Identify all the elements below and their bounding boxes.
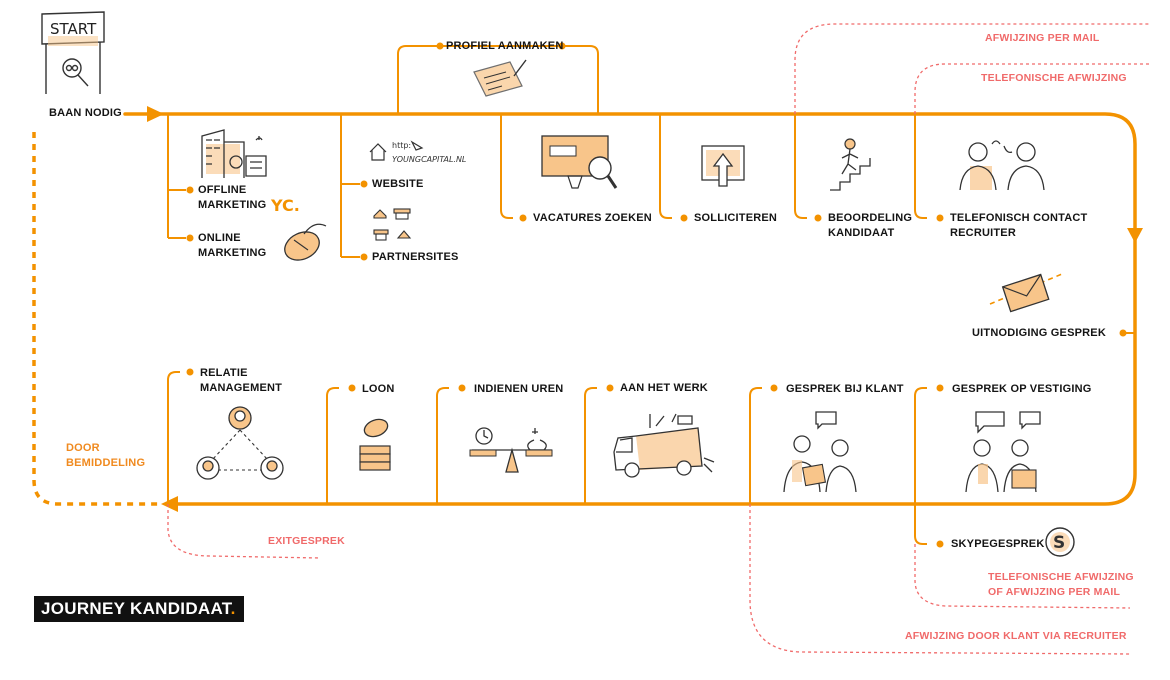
step-website: WEBSITE [372,178,424,190]
start-sign-icon: START [41,11,105,94]
step-uitnodiging-gesprek: UITNODIGING GESPREK [972,327,1106,339]
balance-scale-icon [469,427,553,473]
phone-call-people-icon [959,140,1045,191]
step-indienen-uren: INDIENEN UREN [474,383,564,395]
coins-icon [359,418,391,471]
interview-people-icon [965,411,1041,493]
svg-text:YOUNGCAPITAL.NL: YOUNGCAPITAL.NL [392,155,466,164]
step-solliciteren: SOLLICITEREN [694,212,778,224]
yc-logo-icon: YC. [270,196,300,215]
rejection-per-mail: AFWIJZING PER MAIL [985,32,1100,44]
client-meeting-icon [783,411,857,493]
delivery-truck-icon [613,413,715,478]
svg-text:http:: http: [392,141,411,150]
svg-text:YC.: YC. [270,196,300,215]
bemiddeling-dashed-line [32,132,160,506]
rejection-telefonisch: TELEFONISCHE AFWIJZING [981,72,1127,84]
mouse-icon [284,223,327,261]
step-gesprek-bij-klant: GESPREK BIJ KLANT [786,383,904,395]
envelope-icon [989,273,1063,313]
monitor-magnifier-icon [541,135,618,189]
page-title: JOURNEY KANDIDAAT. [34,596,244,622]
step-profiel-aanmaken: PROFIEL AANMAKEN [446,40,564,52]
step-loon: LOON [362,383,395,395]
svg-text:START: START [50,20,97,38]
network-people-icon [196,406,284,480]
stairs-climber-icon [830,138,871,191]
upload-screen-icon [701,145,745,187]
arrow-heads [147,106,1143,512]
step-gesprek-op-vestiging: GESPREK OP VESTIGING [952,383,1092,395]
profiel-branch [397,45,599,114]
partner-houses-icon [373,208,412,241]
step-partnersites: PARTNERSITES [372,251,459,263]
step-skypegesprek: SKYPEGESPREK [951,538,1045,550]
step-vacatures-zoeken: VACATURES ZOEKEN [533,212,652,224]
step-aan-het-werk: AAN HET WERK [620,382,708,394]
profile-form-icon [473,59,527,97]
skype-icon: S [1045,527,1075,557]
rejection-door-klant: AFWIJZING DOOR KLANT VIA RECRUITER [905,630,1127,642]
step-baan-nodig: BAAN NODIG [49,107,122,119]
website-house-icon: http: YOUNGCAPITAL.NL [369,140,466,164]
svg-text:S: S [1053,533,1065,553]
office-building-icon [201,129,267,178]
rejection-exitgesprek: EXITGESPREK [268,535,345,547]
main-loop [123,112,1137,506]
